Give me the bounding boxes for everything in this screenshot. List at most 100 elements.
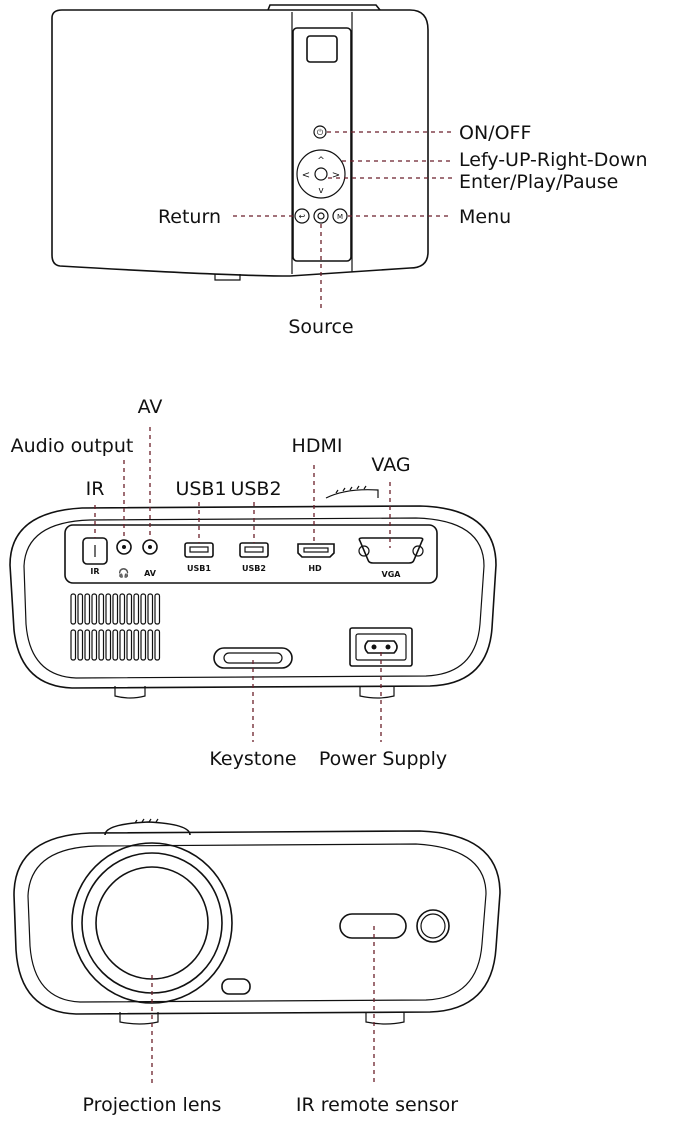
vent-slot — [119, 629, 126, 661]
rear-view: IR 🎧 AV USB1 USB2 HD VGA — [9, 396, 497, 770]
rear-body-inner — [23, 517, 485, 679]
vent-slot — [70, 629, 77, 661]
vent-slot — [140, 629, 147, 661]
control-panel — [292, 27, 352, 262]
top-view: ⏻ ^ < > v ↩ M ON/OFF Lefy-UP-Right-Down … — [51, 4, 648, 338]
front-small-window — [221, 978, 251, 995]
arrow-left-icon: < — [302, 170, 310, 181]
port-vga-screw-left — [358, 545, 370, 557]
vent-slot — [112, 629, 119, 661]
vent-slot — [91, 629, 98, 661]
label-projection-lens: Projection lens — [83, 1094, 222, 1116]
rear-foot-right — [359, 686, 395, 699]
arrow-up-icon: ^ — [317, 156, 325, 166]
source-icon — [317, 212, 325, 220]
power-socket-inner — [355, 633, 407, 661]
port-hdmi — [297, 543, 335, 558]
label-audio-output: Audio output — [11, 435, 134, 457]
front-round-indicator-inner — [420, 913, 446, 939]
port-label-usb1: USB1 — [187, 564, 211, 573]
arrow-down-icon: v — [318, 186, 324, 196]
power-pin-left — [371, 644, 377, 650]
port-audio-hole — [122, 545, 126, 549]
port-vga-screw-right — [412, 545, 424, 557]
vent-slot — [84, 593, 91, 625]
port-usb1-tongue — [189, 546, 209, 553]
power-socket-plug — [364, 640, 398, 654]
rear-vents — [70, 593, 161, 661]
keystone-wheel-housing — [213, 647, 293, 669]
label-usb2: USB2 — [230, 478, 281, 500]
power-icon: ⏻ — [317, 128, 324, 137]
vent-slot — [140, 593, 147, 625]
source-button — [313, 208, 329, 224]
enter-button — [314, 167, 328, 181]
rear-focus-ridges — [335, 485, 367, 494]
label-av: AV — [138, 396, 163, 418]
top-foot — [214, 274, 241, 281]
front-body-outline — [13, 830, 501, 1015]
label-nav: Lefy-UP-Right-Down — [459, 149, 648, 171]
front-focus-ridges — [134, 818, 159, 824]
ir-remote-sensor — [339, 913, 407, 939]
vent-slot — [105, 629, 112, 661]
power-socket-frame — [349, 627, 413, 667]
label-hdmi: HDMI — [292, 435, 343, 457]
vent-slot — [112, 593, 119, 625]
front-round-indicator-outer — [416, 909, 450, 943]
label-power-supply: Power Supply — [319, 748, 447, 770]
label-menu: Menu — [459, 206, 511, 228]
rear-foot-left — [114, 686, 146, 699]
headphone-icon: 🎧 — [118, 567, 129, 579]
vent-slot — [147, 593, 154, 625]
port-vga — [358, 537, 424, 564]
vent-slot — [119, 593, 126, 625]
port-label-ir: IR — [90, 567, 99, 576]
rear-body-outline — [9, 505, 497, 689]
projection-lens — [95, 866, 209, 980]
front-focus-wheel — [104, 821, 191, 836]
label-usb1: USB1 — [175, 478, 226, 500]
label-ir-remote-sensor: IR remote sensor — [296, 1094, 458, 1116]
label-source: Source — [288, 316, 353, 338]
vent-slot — [98, 593, 105, 625]
label-ir: IR — [86, 478, 105, 500]
label-return: Return — [158, 206, 221, 228]
arrow-right-icon: > — [332, 170, 340, 181]
return-button — [294, 208, 310, 224]
front-body-inner — [27, 843, 487, 1003]
vent-slot — [154, 629, 161, 661]
rear-port-panel — [64, 524, 438, 584]
front-view: Projection lens IR remote sensor — [13, 818, 501, 1116]
vent-slot — [105, 593, 112, 625]
vent-slot — [70, 593, 77, 625]
return-icon: ↩ — [299, 212, 306, 221]
port-label-usb2: USB2 — [242, 564, 266, 573]
label-on-off: ON/OFF — [459, 122, 531, 144]
dpad — [296, 149, 346, 199]
vent-slot — [133, 593, 140, 625]
front-foot-right — [365, 1012, 405, 1025]
top-lens-bump — [267, 4, 381, 11]
power-button — [313, 125, 327, 139]
vent-slot — [77, 593, 84, 625]
label-enter: Enter/Play/Pause — [459, 171, 618, 193]
port-usb1 — [184, 542, 214, 558]
vent-slot — [98, 629, 105, 661]
vent-slot — [91, 593, 98, 625]
top-body-outline — [51, 9, 429, 277]
port-av-hole — [148, 545, 152, 549]
vent-slot — [77, 629, 84, 661]
menu-icon: M — [337, 213, 343, 221]
port-label-av: AV — [144, 569, 157, 578]
port-usb2 — [239, 542, 269, 558]
rear-focus-wheel — [325, 489, 379, 499]
front-foot-left — [119, 1012, 159, 1025]
port-label-vga: VGA — [382, 570, 402, 579]
port-usb2-tongue — [244, 546, 264, 553]
vent-slot — [126, 593, 133, 625]
lens-bezel-inner — [81, 852, 223, 994]
label-vag: VAG — [371, 454, 410, 476]
vent-slot — [154, 593, 161, 625]
